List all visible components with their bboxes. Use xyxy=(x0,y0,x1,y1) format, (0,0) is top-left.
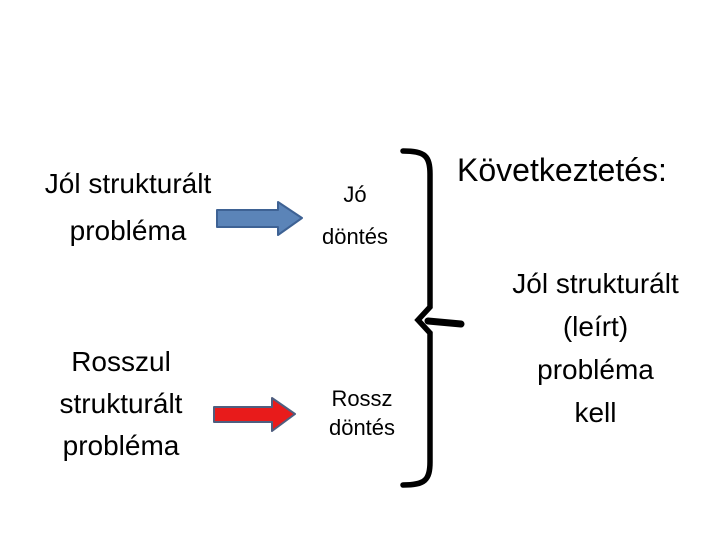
poorly-structured-problem-line2: strukturált xyxy=(59,388,183,419)
well-structured-problem-line1: Jól strukturált xyxy=(44,168,212,199)
good-decision-line1: Jó xyxy=(343,182,367,207)
conclusion-line1: Jól strukturált xyxy=(512,268,679,299)
right-curly-brace-icon xyxy=(400,148,465,488)
right-arrow-shape xyxy=(216,201,303,236)
conclusion-line4: kell xyxy=(574,397,617,428)
well-structured-problem-line2: probléma xyxy=(69,215,187,246)
conclusion-line2: (leírt) xyxy=(562,311,629,342)
conclusion-body: Jól strukturált (leírt) probléma kell xyxy=(478,262,713,434)
good-decision-right-arrow-icon xyxy=(216,201,303,236)
well-structured-problem-label: Jól strukturált probléma xyxy=(8,160,248,254)
conclusion-line3: probléma xyxy=(537,354,654,385)
bad-decision-line2: döntés xyxy=(328,415,396,440)
good-decision-label: Jó döntés xyxy=(300,174,410,258)
good-decision-line2: döntés xyxy=(321,224,389,249)
bad-decision-right-arrow-icon xyxy=(213,397,296,432)
curly-brace-pointer xyxy=(424,317,465,328)
poorly-structured-problem-line1: Rosszul xyxy=(71,346,171,377)
right-arrow-shape xyxy=(213,397,296,432)
bad-decision-line1: Rossz xyxy=(331,386,393,411)
conclusion-heading: Következtetés: xyxy=(457,152,667,188)
curly-brace-path xyxy=(400,148,433,488)
bad-decision-label: Rossz döntés xyxy=(308,384,416,442)
poorly-structured-problem-line3: probléma xyxy=(62,430,180,461)
poorly-structured-problem-label: Rosszul strukturált probléma xyxy=(15,341,227,467)
